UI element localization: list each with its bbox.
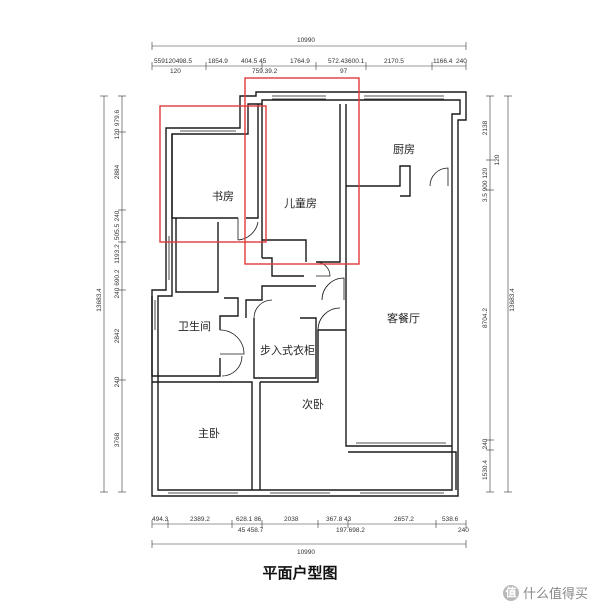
bottom-dim-2: 2389.2 xyxy=(190,516,210,523)
study-window xyxy=(180,127,236,132)
left-dim-6: 1193.2 xyxy=(114,244,121,264)
bottom-sub-2: 197.698.2 xyxy=(336,527,365,534)
left-dim-5: 505.5 xyxy=(114,223,121,240)
kids-window xyxy=(272,95,326,100)
top-sub-3: 97 xyxy=(340,68,348,75)
left-dim-9: 240 xyxy=(114,376,121,387)
top-dim-7: 2170.5 xyxy=(384,58,404,65)
bottom-sub-1: 45 458.7 xyxy=(238,527,264,534)
doors xyxy=(219,167,449,377)
room-label-bathroom: 卫生间 xyxy=(178,319,211,333)
left-dim-1: 979.6 xyxy=(114,109,121,126)
right-dim-6: 1530.4 xyxy=(482,460,489,480)
top-dimension-group xyxy=(151,42,467,70)
top-dim-1: 559120498.5 xyxy=(154,58,192,65)
bottom-dimension-group xyxy=(151,520,467,548)
top-dim-9: 240 xyxy=(456,58,467,65)
top-dim-3: 404.5 45 xyxy=(241,58,267,65)
walls xyxy=(151,91,467,497)
left-total-dim: 13683.4 xyxy=(96,288,103,312)
right-dim-5: 240 xyxy=(482,438,489,449)
bath-door xyxy=(219,329,245,355)
bathroom-wall xyxy=(151,296,239,377)
room-label-kitchen: 厨房 xyxy=(393,143,415,156)
closet-door xyxy=(253,299,273,319)
right-dim-2: 120 xyxy=(494,154,501,165)
second-window xyxy=(270,492,330,497)
top-sub-1: 120 xyxy=(170,68,181,75)
bottom-dim-4: 2038 xyxy=(284,516,299,523)
left-dim-8: 2842 xyxy=(114,328,121,343)
left-dim-3: 2884 xyxy=(114,164,121,179)
master-door xyxy=(221,355,243,377)
kids-corridor-wall xyxy=(262,257,304,277)
left-dim-10: 3768 xyxy=(114,432,121,447)
top-dim-8: 1166.4 xyxy=(433,58,453,65)
room-label-study: 书房 xyxy=(212,190,234,203)
hall-wall xyxy=(245,285,316,318)
plan-title: 平面户型图 xyxy=(262,564,338,582)
right-dim-3: 3.5 900 120 xyxy=(482,167,489,202)
right-dim-1: 2138 xyxy=(482,120,489,135)
second-bedroom-wall xyxy=(259,329,346,490)
kids-door xyxy=(315,261,331,277)
right-dimension-group xyxy=(486,95,512,493)
top-total-dim: 10990 xyxy=(297,37,315,44)
right-dim-4: 8704.2 xyxy=(482,308,489,328)
bottom-dim-7: 538.6 xyxy=(442,516,459,523)
kitchen-door xyxy=(429,167,449,187)
study-door xyxy=(237,218,259,241)
left-dim-7: 240 690.2 xyxy=(114,269,121,298)
bottom-dim-6: 2657.2 xyxy=(394,516,414,523)
left-dim-2: 120 xyxy=(114,128,121,139)
second-door xyxy=(317,307,341,331)
kids-room-highlight-box xyxy=(244,77,360,265)
balcony-window xyxy=(360,492,444,497)
study-wall xyxy=(171,104,259,219)
right-total-dim: 13683.4 xyxy=(509,288,516,312)
bottom-dim-5: 367.8 43 xyxy=(326,516,352,523)
bottom-sub-3: 240 xyxy=(458,527,469,534)
outer-wall-inner xyxy=(157,99,461,491)
bottom-dim-3: 628.1 86 xyxy=(236,516,262,523)
kids-room-wall xyxy=(261,104,341,263)
smzdm-logo-icon: 值 xyxy=(502,584,519,601)
study-inner-wall xyxy=(175,218,219,293)
top-sub-2: 759.39.2 xyxy=(252,68,278,75)
closet-wall xyxy=(253,317,317,379)
balcony-wall xyxy=(348,451,457,490)
kitchen-window xyxy=(364,95,444,100)
top-dim-2: 1854.9 xyxy=(208,58,228,65)
room-label-living: 客餐厅 xyxy=(387,311,420,325)
bath-window xyxy=(151,300,156,330)
master-window xyxy=(168,492,238,497)
kitchen-wall xyxy=(345,104,411,300)
top-dim-5: 572.43 xyxy=(328,58,348,65)
top-dim-6: 600.1 xyxy=(348,58,365,65)
windows xyxy=(151,95,446,497)
master-bedroom-wall xyxy=(152,381,253,490)
left-dim-4: 240 xyxy=(114,210,121,221)
room-label-closet: 步入式衣柜 xyxy=(260,343,315,357)
floor-plan: 10990 559120498.5 1854.9 404.5 45 1764.9… xyxy=(96,37,516,556)
study-side-window xyxy=(165,236,170,280)
living-window xyxy=(356,442,446,447)
living-door xyxy=(321,277,345,301)
watermark: 值 什么值得买 xyxy=(502,583,588,602)
left-dimension-group xyxy=(100,95,126,493)
top-dim-4: 1764.9 xyxy=(290,58,310,65)
room-label-kids: 儿童房 xyxy=(284,196,317,210)
study-highlight-box xyxy=(159,105,267,243)
bottom-dim-1: 494.3 xyxy=(152,516,169,523)
bottom-total-dim: 10990 xyxy=(297,549,315,556)
watermark-text: 什么值得买 xyxy=(522,587,588,602)
outer-wall xyxy=(151,91,467,497)
room-label-master: 主卧 xyxy=(198,427,220,440)
room-label-second: 次卧 xyxy=(302,397,324,411)
